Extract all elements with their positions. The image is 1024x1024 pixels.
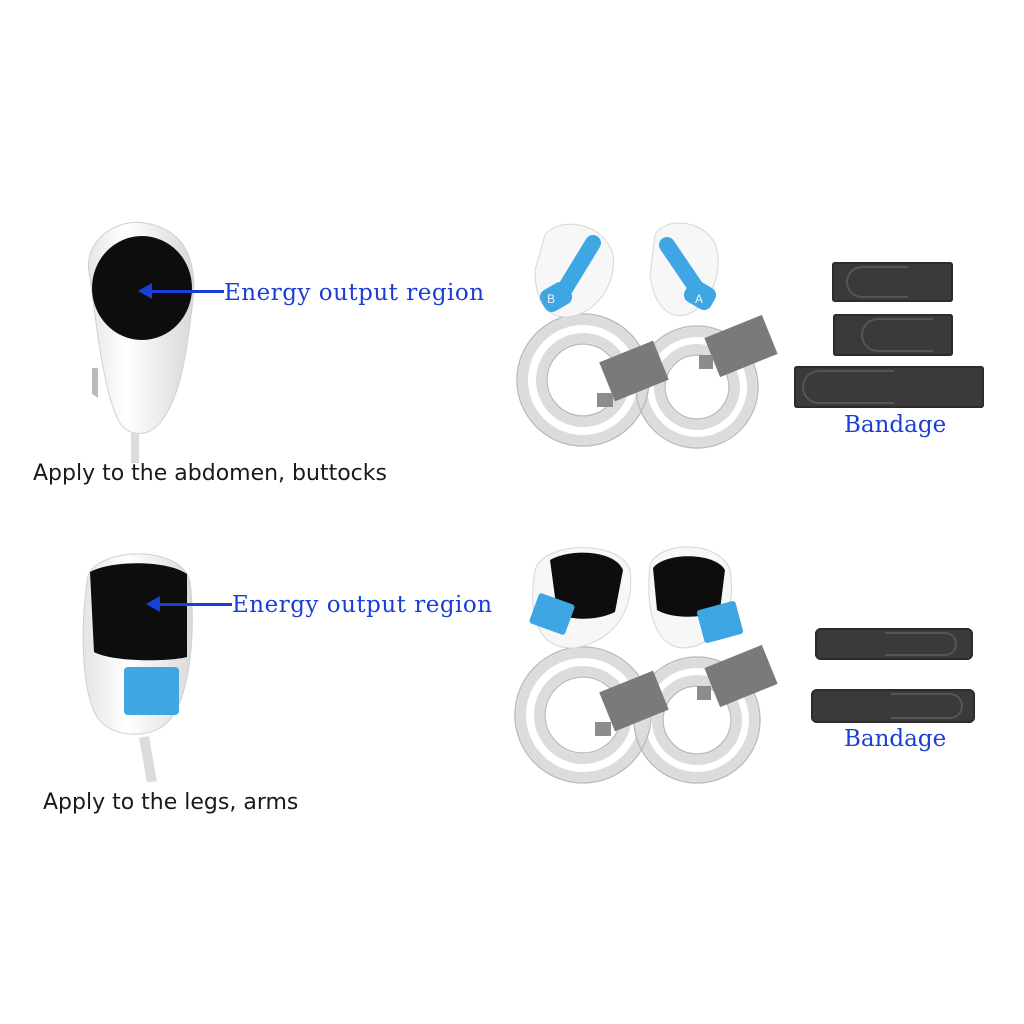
energy-output-label: Energy output region: [232, 592, 493, 618]
energy-output-label: Energy output region: [224, 280, 485, 306]
paired-applicators-icon: B A: [516, 222, 778, 449]
abdomen-handle-image: [80, 218, 200, 463]
handle-label-b: B: [547, 292, 555, 306]
bandage-label: Bandage: [844, 726, 947, 752]
energy-output-arrow: [146, 596, 232, 612]
arrow-left-icon: [146, 596, 160, 612]
handle-label-a: A: [695, 292, 703, 306]
bandage-strap: [815, 628, 973, 660]
energy-output-arrow: [138, 283, 224, 299]
abdomen-handle-pair-image: B A: [505, 215, 790, 465]
limbs-caption: Apply to the legs, arms: [43, 790, 299, 815]
bandage-strap: [811, 689, 975, 723]
paired-square-applicators-icon: [514, 546, 778, 784]
limbs-handle-pair-image: [505, 540, 790, 795]
bandage-strap: [833, 314, 953, 356]
limbs-handle-image: [72, 542, 197, 783]
square-applicator-icon: [82, 553, 193, 783]
abdomen-caption: Apply to the abdomen, buttocks: [33, 461, 387, 486]
bandage-label: Bandage: [844, 412, 947, 438]
arrow-left-icon: [138, 283, 152, 299]
bandage-strap: [832, 262, 953, 302]
bandage-strap: [794, 366, 984, 408]
round-applicator-icon: [87, 221, 195, 463]
